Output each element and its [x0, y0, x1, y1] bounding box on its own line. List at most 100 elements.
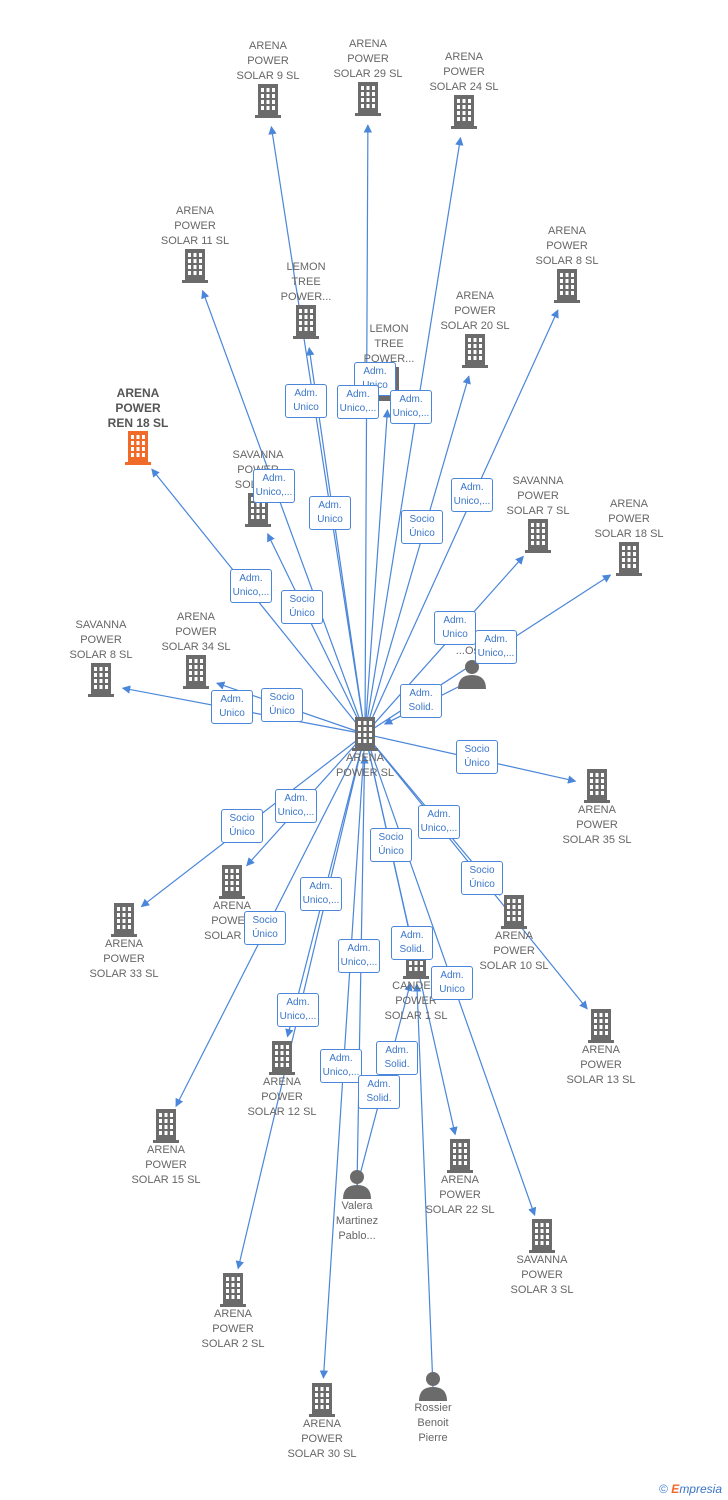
- building-icon: [135, 249, 255, 283]
- building-icon: [64, 903, 184, 937]
- company-node[interactable]: ARENA POWER SOLAR 22 SL: [400, 1139, 520, 1218]
- node-label: Valera Martinez Pablo...: [335, 1200, 379, 1242]
- building-icon: [308, 82, 428, 116]
- edge-label[interactable]: Adm. Unico,...: [475, 630, 517, 664]
- company-node[interactable]: LEMON TREE POWER...: [246, 260, 366, 339]
- edge-label[interactable]: Adm. Unico,...: [275, 789, 317, 823]
- node-label: ARENA POWER SOLAR 29 SL: [333, 38, 403, 80]
- edge-label[interactable]: Adm. Unico: [211, 690, 253, 724]
- edge-label[interactable]: Adm. Solid.: [376, 1041, 418, 1075]
- node-label: SAVANNA POWER SOLAR 7 SL: [506, 475, 570, 517]
- building-icon: [507, 269, 627, 303]
- building-icon: [136, 655, 256, 689]
- node-label: ARENA POWER REN 18 SL: [107, 386, 169, 430]
- node-label: ARENA POWER SOLAR 24 SL: [429, 51, 499, 93]
- edge-label[interactable]: Adm. Unico: [431, 966, 473, 1000]
- company-node[interactable]: ARENA POWER SOLAR 15 SL: [106, 1109, 226, 1188]
- building-icon: [454, 895, 574, 929]
- building-icon: [262, 1383, 382, 1417]
- node-label: ARENA POWER SOLAR 18 SL: [594, 498, 664, 540]
- edge-label[interactable]: Adm. Solid.: [400, 684, 442, 718]
- node-label: ARENA POWER SOLAR 10 SL: [479, 930, 549, 972]
- node-label: Rossier Benoit Pierre: [414, 1402, 452, 1444]
- node-label: ARENA POWER SOLAR 34 SL: [161, 611, 231, 653]
- node-label: LEMON TREE POWER...: [280, 261, 332, 303]
- company-node[interactable]: ARENA POWER SOLAR 34 SL: [136, 610, 256, 689]
- edge-rossier-cande: [412, 983, 434, 1389]
- person-icon: [297, 1169, 417, 1199]
- building-icon: [541, 1009, 661, 1043]
- building-icon: [478, 519, 598, 553]
- person-node[interactable]: Rossier Benoit Pierre: [373, 1371, 493, 1446]
- edge-label[interactable]: Adm. Unico,...: [451, 478, 493, 512]
- edge-label[interactable]: Adm. Solid.: [358, 1075, 400, 1109]
- copyright-symbol: ©: [659, 1482, 668, 1496]
- company-node[interactable]: ARENA POWER SOLAR 12 SL: [222, 1041, 342, 1120]
- company-node[interactable]: ARENA POWER SOLAR 18 SL: [569, 497, 689, 576]
- company-node[interactable]: ARENA POWER SOLAR 8 SL: [507, 224, 627, 303]
- edge-label[interactable]: Adm. Unico,...: [300, 877, 342, 911]
- edge-label[interactable]: Socio Único: [261, 688, 303, 722]
- edge-label[interactable]: Adm. Unico,...: [230, 569, 272, 603]
- building-icon: [537, 769, 657, 803]
- company-node[interactable]: SAVANNA POWER SOLAR 7 SL: [478, 474, 598, 553]
- company-node[interactable]: ARENA POWER SOLAR 33 SL: [64, 903, 184, 982]
- person-node[interactable]: Valera Martinez Pablo...: [297, 1169, 417, 1244]
- building-icon: [173, 1273, 293, 1307]
- edge-label[interactable]: Adm. Unico,...: [418, 805, 460, 839]
- edge-label[interactable]: Adm. Unico,...: [390, 390, 432, 424]
- building-icon: [172, 865, 292, 899]
- company-node[interactable]: ARENA POWER SOLAR 30 SL: [262, 1383, 382, 1462]
- company-node[interactable]: ARENA POWER SOLAR 24 SL: [404, 50, 524, 129]
- footer-brand[interactable]: © Empresia: [659, 1482, 722, 1496]
- edge-center-lemon2: [364, 409, 392, 735]
- edge-center-sav7: [364, 555, 524, 735]
- node-label: SAVANNA POWER SOLAR 8 SL: [69, 619, 133, 661]
- company-node[interactable]: SAVANNA POWER SOLAR 3 SL: [482, 1219, 602, 1298]
- company-node[interactable]: ARENA POWER SOLAR 11 SL: [135, 204, 255, 283]
- edge-label[interactable]: Adm. Unico,...: [253, 469, 295, 503]
- node-label: ARENA POWER SOLAR 2 SL: [201, 1308, 265, 1350]
- edge-label[interactable]: Socio Único: [461, 861, 503, 895]
- building-icon: [404, 95, 524, 129]
- company-node[interactable]: ARENA POWER SOLAR 13 SL: [541, 1009, 661, 1088]
- building-icon: [41, 663, 161, 697]
- edge-label[interactable]: Adm. Unico: [309, 496, 351, 530]
- edge-center-s20: [364, 375, 471, 735]
- node-label: ARENA POWER SOLAR 33 SL: [89, 938, 159, 980]
- edge-label[interactable]: Adm. Unico,...: [277, 993, 319, 1027]
- edge-label[interactable]: Adm. Unico: [285, 384, 327, 418]
- building-icon: [222, 1041, 342, 1075]
- edge-label[interactable]: Adm. Unico,...: [337, 385, 379, 419]
- company-node[interactable]: ARENA POWER SOLAR 20 SL: [415, 289, 535, 368]
- company-node[interactable]: ARENA POWER SOLAR 35 SL: [537, 769, 657, 848]
- edge-label[interactable]: Adm. Unico,...: [320, 1049, 362, 1083]
- edge-label[interactable]: Socio Único: [401, 510, 443, 544]
- edge-center-s9: [268, 125, 366, 735]
- brand-logo: Empresia: [671, 1482, 722, 1496]
- company-node[interactable]: ARENA POWER SL: [305, 717, 425, 781]
- edge-label[interactable]: Socio Único: [456, 740, 498, 774]
- edge-label[interactable]: Socio Único: [221, 809, 263, 843]
- edge-label[interactable]: Socio Único: [370, 828, 412, 862]
- edge-center-s29: [363, 124, 373, 735]
- edge-label[interactable]: Socio Único: [281, 590, 323, 624]
- company-node[interactable]: ARENA POWER SOLAR 9 SL: [208, 39, 328, 118]
- company-node[interactable]: SAVANNA POWER SOLAR 8 SL: [41, 618, 161, 697]
- company-node[interactable]: ARENA POWER SOLAR 29 SL: [308, 37, 428, 116]
- building-icon: [482, 1219, 602, 1253]
- building-icon: [400, 1139, 520, 1173]
- company-node[interactable]: ARENA POWER SOLAR 2 SL: [173, 1273, 293, 1352]
- edge-center-s11: [201, 289, 366, 735]
- edge-label[interactable]: Adm. Unico,...: [338, 939, 380, 973]
- edge-label[interactable]: Adm. Unico: [434, 611, 476, 645]
- person-icon: [373, 1371, 493, 1401]
- company-node[interactable]: ARENA POWER REN 18 SL: [78, 386, 198, 465]
- edge-label[interactable]: Adm. Solid.: [391, 926, 433, 960]
- node-label: ARENA POWER SOLAR 22 SL: [425, 1174, 495, 1216]
- company-node[interactable]: ARENA POWER SOLAR 10 SL: [454, 895, 574, 974]
- node-label: SAVANNA POWER SOLAR 3 SL: [510, 1254, 574, 1296]
- edge-label[interactable]: Socio Único: [244, 911, 286, 945]
- node-label: ARENA POWER SOLAR 13 SL: [566, 1044, 636, 1086]
- building-icon: [305, 717, 425, 751]
